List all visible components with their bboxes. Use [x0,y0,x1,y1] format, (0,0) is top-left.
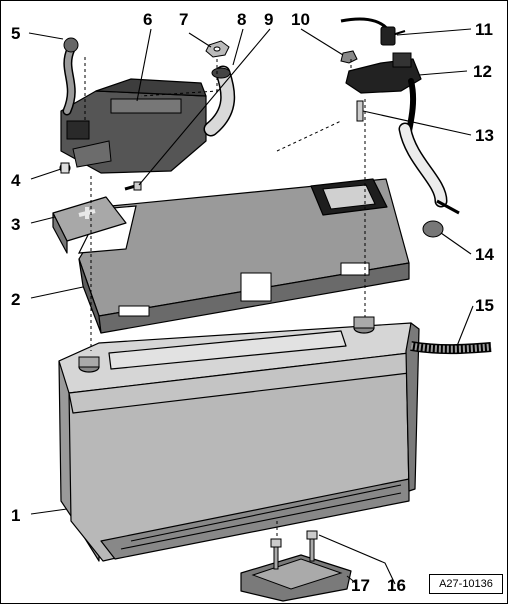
fuse-box-contacts [110,98,182,114]
cover-slot-2 [240,272,272,302]
cable-8-lug [211,67,231,79]
battery-cover [77,178,410,334]
plus-symbol-icon [78,207,96,219]
cover-terminal-opening [322,184,376,210]
vent-hose [410,341,492,355]
plus-cap-side [52,212,68,254]
fuse-box-clamp [72,140,112,168]
callout-8: 8 [237,10,246,29]
bolt-9 [124,181,142,191]
hold-down-clamp-top [251,558,343,590]
fuse-box-connector [66,120,90,140]
bolt-16 [270,538,282,570]
fuse-box [60,78,207,174]
figure-reference-code: A27-10136 [429,574,503,594]
positive-terminal-post [353,316,375,329]
plus-cap [52,196,127,254]
bolt-13 [356,100,364,122]
callout-9: 9 [264,10,273,29]
nut-10 [340,50,358,64]
callout-2: 2 [11,290,20,309]
callout-16: 16 [387,576,406,595]
earth-strap-eyelet [63,37,79,53]
callout-17: 17 [351,576,370,595]
callout-3: 3 [11,215,20,234]
earth-strap [62,37,79,116]
callout-12: 12 [473,62,492,81]
callout-13: 13 [475,126,494,145]
callout-5: 5 [11,24,20,43]
callout-7: 7 [179,10,188,29]
nut-7 [205,40,230,58]
cover-slot-1 [118,305,150,317]
battery-ribs [120,484,402,550]
callout-1: 1 [11,506,20,525]
callout-10: 10 [291,10,310,29]
positive-cable [340,17,460,238]
leader-lines [28,28,474,585]
battery-right-side [405,322,420,492]
battery-top-panel [108,330,347,370]
cap-14 [422,220,444,238]
nut-4 [59,162,71,174]
cover-slot-3 [340,262,370,276]
callout-4: 4 [11,171,21,190]
callout-11: 11 [475,20,493,39]
hold-down [240,530,352,602]
callout-15: 15 [475,296,494,315]
callout-14: 14 [475,245,494,264]
plug-11 [380,26,396,46]
assembly-lines [84,57,366,539]
battery [58,316,420,562]
cable-8 [203,65,236,137]
negative-terminal-post [78,356,100,368]
bolt-17 [306,530,318,562]
callout-6: 6 [143,10,152,29]
